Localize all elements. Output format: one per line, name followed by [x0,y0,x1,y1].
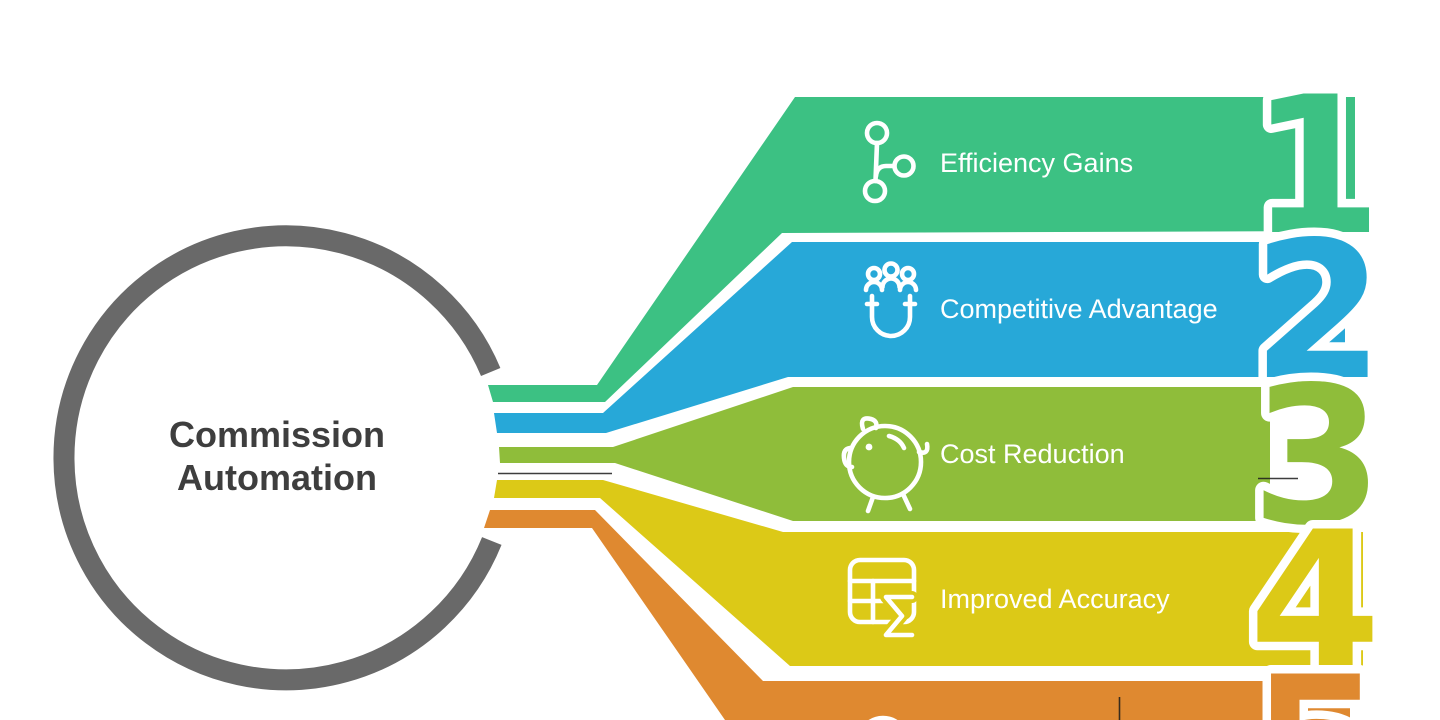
ribbon-efficiency-gains [488,97,1355,402]
ribbon-improved-accuracy [494,480,1363,666]
number-group: 1 2 3 4 5 [1240,48,1392,720]
number-4: 4 [1249,491,1381,712]
label-cost-reduction: Cost Reduction [940,439,1125,469]
artifact-lines [498,357,1298,720]
ribbon-competitive-advantage [494,242,1345,433]
label-group: Efficiency Gains Competitive Advantage C… [940,148,1218,614]
number-1: 1 [1250,56,1382,277]
number-5: 5 [1251,636,1383,720]
label-improved-accuracy: Improved Accuracy [940,584,1170,614]
circle-icon [868,715,898,720]
piggy-bank-icon [841,416,930,514]
magnet-people-icon [863,261,919,339]
hub-title-line2: Automation [177,457,377,498]
branch-icon [862,120,916,204]
ribbon-group [484,97,1363,720]
table-sum-icon [847,557,918,641]
hub-title: Commission Automation [169,414,385,498]
number-3: 3 [1251,346,1383,567]
label-efficiency-gains: Efficiency Gains [940,148,1133,178]
hub-ring [53,225,502,691]
ribbon-item-5 [484,510,1350,720]
hub-title-line1: Commission [169,414,385,455]
number-2: 2 [1252,201,1384,422]
ribbon-cost-reduction [499,387,1270,521]
label-competitive-advantage: Competitive Advantage [940,294,1218,324]
